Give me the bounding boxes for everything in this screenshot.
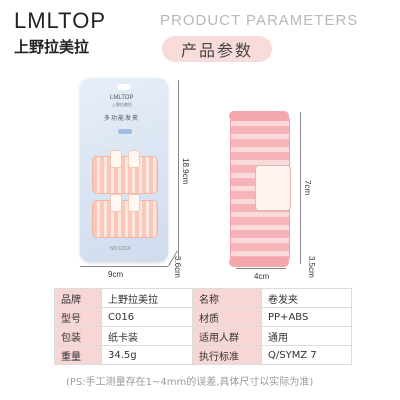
params-title-en: PRODUCT PARAMETERS xyxy=(160,12,359,29)
card-brand-cn: 上野拉美拉 xyxy=(112,102,132,107)
clip-bot-left xyxy=(110,194,122,212)
clip-bot-right xyxy=(128,194,140,212)
clip-top-right xyxy=(128,150,140,168)
spec-value: 34.5g xyxy=(101,345,193,365)
spec-key: 执行标准 xyxy=(192,345,262,365)
spec-key: 材质 xyxy=(192,307,262,327)
spec-key: 型号 xyxy=(54,307,102,327)
dim-line-curler-width xyxy=(236,268,286,269)
brand-en: LMLTOP xyxy=(14,8,106,33)
spec-value: 通用 xyxy=(261,326,352,346)
card-brand: LMLTOP xyxy=(110,95,134,101)
spec-value: PP+ABS xyxy=(261,307,352,327)
table-row: 品牌 上野拉美拉 名称 卷发夹 xyxy=(54,288,352,308)
spec-value: C016 xyxy=(101,307,193,327)
dim-line-package-width xyxy=(80,266,168,267)
spec-value: 卷发夹 xyxy=(261,288,352,308)
spec-key: 适用人群 xyxy=(192,326,262,346)
dim-curler-depth: 3.5cm xyxy=(307,256,316,278)
measurement-note: (PS:手工测量存在1~4mm的误差,具体尺寸以实际为准) xyxy=(66,377,314,388)
spec-table: 品牌 上野拉美拉 名称 卷发夹 型号 C016 材质 PP+ABS 包装 纸卡装… xyxy=(54,288,352,365)
dim-line-package-height xyxy=(178,80,179,258)
card-badge xyxy=(118,129,132,134)
curler-cap-top xyxy=(229,111,289,121)
spec-value: 上野拉美拉 xyxy=(101,288,193,308)
curler-image xyxy=(229,111,291,267)
curler-clip xyxy=(255,165,291,211)
clip-top-left xyxy=(110,150,122,168)
package-card-image: LMLTOP 上野拉美拉 多功能发夹 NO.C016 xyxy=(80,78,168,262)
table-row: 型号 C016 材质 PP+ABS xyxy=(54,307,352,327)
spec-value: Q/SYMZ 7 xyxy=(261,345,352,365)
table-row: 包装 纸卡装 适用人群 通用 xyxy=(54,326,352,346)
dim-curler-width: 4cm xyxy=(254,272,270,281)
spec-key: 品牌 xyxy=(54,288,102,308)
dim-package-height: 18.9cm xyxy=(181,158,190,185)
dim-package-depth: 3.6cm xyxy=(173,256,182,278)
spec-key: 重量 xyxy=(54,345,102,365)
curler-top xyxy=(92,156,158,194)
params-title-cn: 产品参数 xyxy=(162,36,272,62)
hang-hole xyxy=(117,84,131,90)
card-label: 多功能发夹 xyxy=(104,115,140,122)
table-row: 重量 34.5g 执行标准 Q/SYMZ 7 xyxy=(54,345,352,365)
curler-cap-bottom xyxy=(229,257,289,267)
spec-key: 名称 xyxy=(192,288,262,308)
card-code: NO.C016 xyxy=(110,246,131,252)
dim-curler-height: 7cm xyxy=(303,180,312,196)
curler-bottom xyxy=(92,200,158,238)
dim-package-width: 9cm xyxy=(108,270,124,279)
spec-value: 纸卡装 xyxy=(101,326,193,346)
brand-cn: 上野拉美拉 xyxy=(14,38,90,56)
dim-line-curler-height xyxy=(300,112,301,264)
spec-key: 包装 xyxy=(54,326,102,346)
